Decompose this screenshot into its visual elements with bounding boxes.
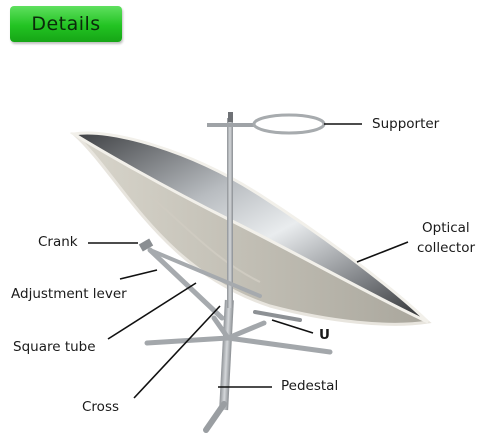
leader-lines [88,123,409,399]
label-adjustment-lever: Adjustment lever [11,286,127,302]
pedestal-stand [144,299,333,433]
label-square-tube: Square tube [13,339,96,355]
leader-u [271,319,314,334]
mechanism [138,238,302,322]
label-crank: Crank [38,234,78,250]
leader-square-tube [107,282,197,340]
label-collector: collector [417,240,476,256]
label-supporter: Supporter [372,116,440,132]
label-optical: Optical [422,220,470,236]
leader-optical-collector [356,241,409,263]
label-pedestal: Pedestal [281,378,339,394]
details-badge: Details [10,6,122,42]
optical-collector-dish [69,131,432,326]
details-title: Details [31,13,101,35]
leader-adjustment-lever [119,269,158,280]
leader-cross [133,305,221,399]
label-u: U [319,327,330,343]
label-cross: Cross [82,399,120,415]
